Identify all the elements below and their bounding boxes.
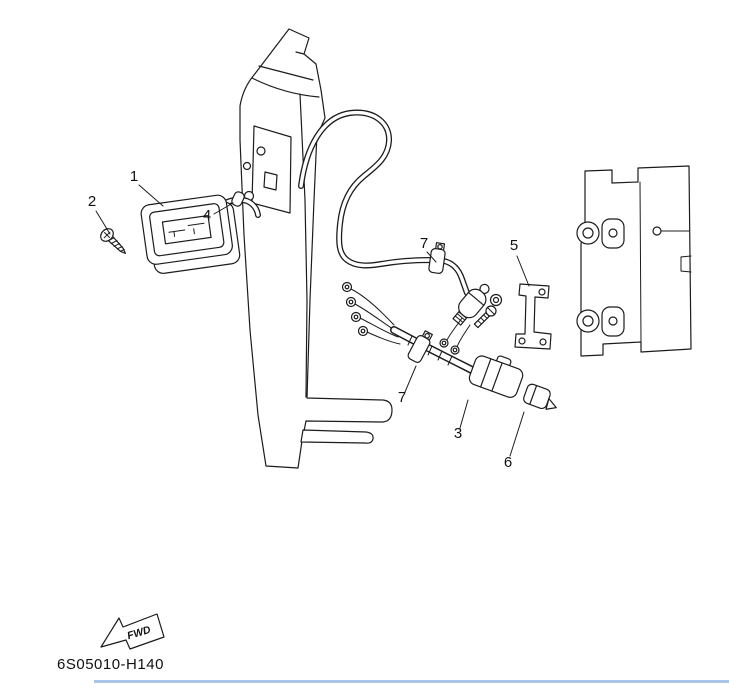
gauge-part-1 — [140, 194, 241, 274]
mount-panel — [576, 165, 692, 357]
main-cable — [298, 109, 470, 296]
callout-label-6: 6 — [504, 454, 512, 471]
connector-body-part-3 — [468, 355, 524, 398]
bracket-part-5 — [514, 283, 552, 350]
callout-label-7b: 7 — [398, 389, 406, 406]
callout-label-7a: 7 — [420, 235, 428, 252]
housing-outline — [239, 28, 393, 469]
bolt — [473, 305, 497, 329]
window-edge-line — [94, 680, 729, 683]
connector-plug-part-6 — [523, 383, 557, 410]
sensor-unit — [452, 283, 490, 326]
leader-lines — [95, 184, 530, 457]
callout-label-1: 1 — [130, 168, 138, 185]
harness-terminals — [341, 281, 401, 345]
callout-label-3: 3 — [454, 425, 462, 442]
diagram-code: 6S05010-H140 — [57, 656, 164, 673]
clamp-part-7-top — [428, 242, 446, 274]
callout-label-4: 4 — [203, 207, 211, 224]
fwd-arrow: FWD — [100, 613, 165, 650]
callouts: 1 2 4 7 5 7 3 6 — [88, 168, 518, 471]
washer — [489, 293, 503, 307]
grommet-part-4 — [231, 191, 245, 207]
screw-part-2 — [100, 228, 126, 254]
callout-label-5: 5 — [510, 237, 518, 254]
sensor-wires — [439, 317, 471, 355]
clamp-part-7-bottom — [407, 330, 433, 363]
callout-label-2: 2 — [88, 193, 96, 210]
